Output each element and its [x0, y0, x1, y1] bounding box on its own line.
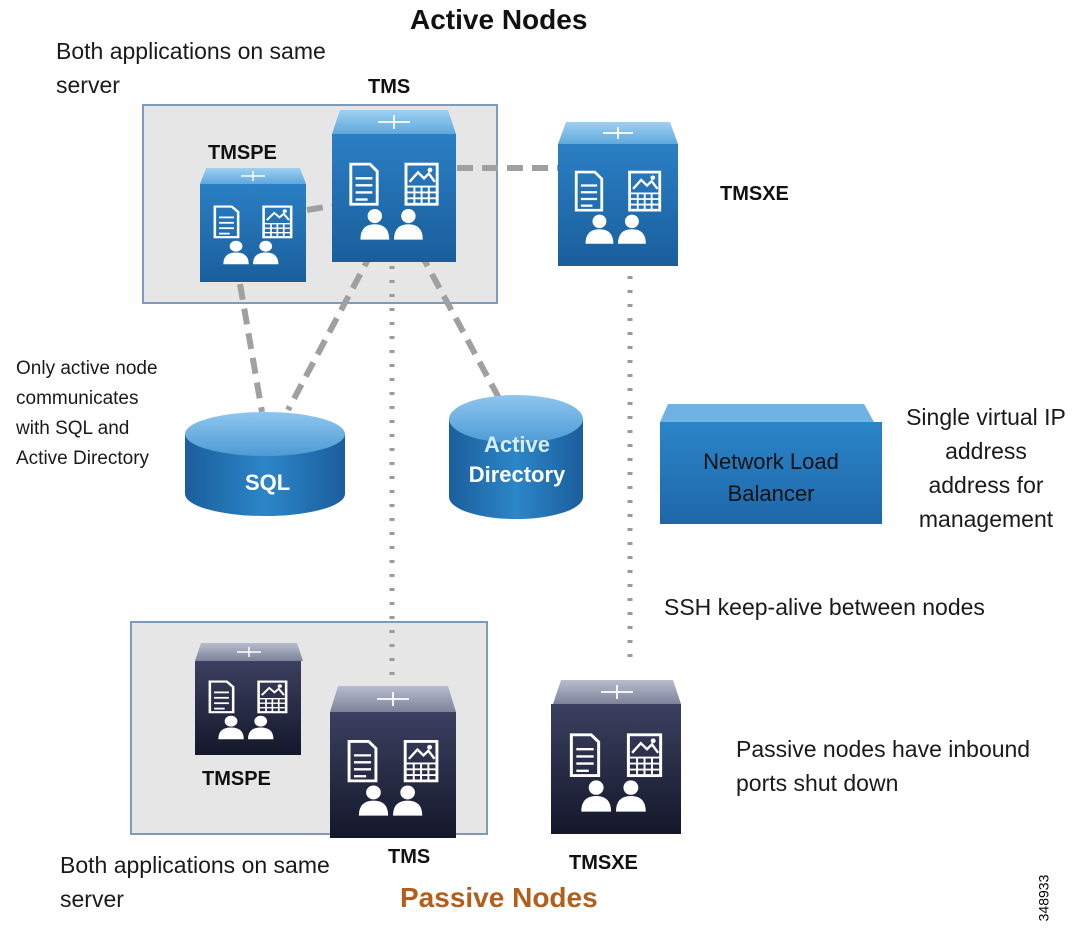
ad-label: Active Directory — [455, 430, 579, 490]
active-tmsxe-cube — [558, 122, 678, 266]
dotted-links — [389, 252, 633, 692]
active-directory-database — [449, 395, 583, 519]
passive-tmsxe-cube — [551, 680, 681, 834]
passive-nodes-title: Passive Nodes — [400, 882, 598, 913]
nlb-label: Network Load Balancer — [660, 446, 882, 510]
ssh-keepalive-note: SSH keep-alive between nodes — [664, 594, 985, 620]
only-active-note: Only active node communicates with SQL a… — [16, 358, 158, 469]
network-load-balancer — [660, 404, 882, 524]
router-arrows-icon — [241, 171, 265, 181]
active-nodes-title: Active Nodes — [410, 4, 588, 35]
router-arrows-icon — [603, 127, 633, 139]
router-arrows-icon — [378, 115, 410, 129]
passive-tmspe-cube — [195, 643, 303, 755]
dashed-links — [237, 165, 560, 413]
both-apps-top-note: Both applications on same server — [56, 38, 326, 98]
single-vip-note: Single virtual IP address address for ma… — [906, 404, 1066, 532]
active-tmspe-label: TMSPE — [208, 142, 277, 164]
ad-label-line2: Directory — [468, 462, 566, 487]
router-arrows-icon — [601, 685, 633, 699]
passive-tmsxe-label: TMSXE — [569, 852, 638, 874]
router-arrows-icon — [237, 647, 261, 657]
nlb-label-line2: Balancer — [727, 481, 815, 506]
passive-tmspe-label: TMSPE — [202, 768, 271, 790]
passive-ports-note: Passive nodes have inbound ports shut do… — [736, 736, 1031, 796]
figure-id: 348933 — [1035, 874, 1052, 922]
ad-label-line1: Active — [483, 432, 551, 457]
sql-database — [185, 412, 345, 516]
active-tmsxe-label: TMSXE — [720, 183, 789, 205]
active-tmspe-cube — [200, 168, 306, 282]
active-tms-label: TMS — [368, 76, 411, 98]
passive-tms-label: TMS — [388, 846, 431, 868]
nlb-label-line1: Network Load — [703, 449, 839, 474]
passive-tms-cube — [330, 686, 456, 838]
both-apps-bottom-note: Both applications on same server — [60, 852, 330, 912]
sql-label: SQL — [245, 470, 291, 495]
active-tms-cube — [332, 110, 456, 262]
router-arrows-icon — [377, 692, 409, 706]
